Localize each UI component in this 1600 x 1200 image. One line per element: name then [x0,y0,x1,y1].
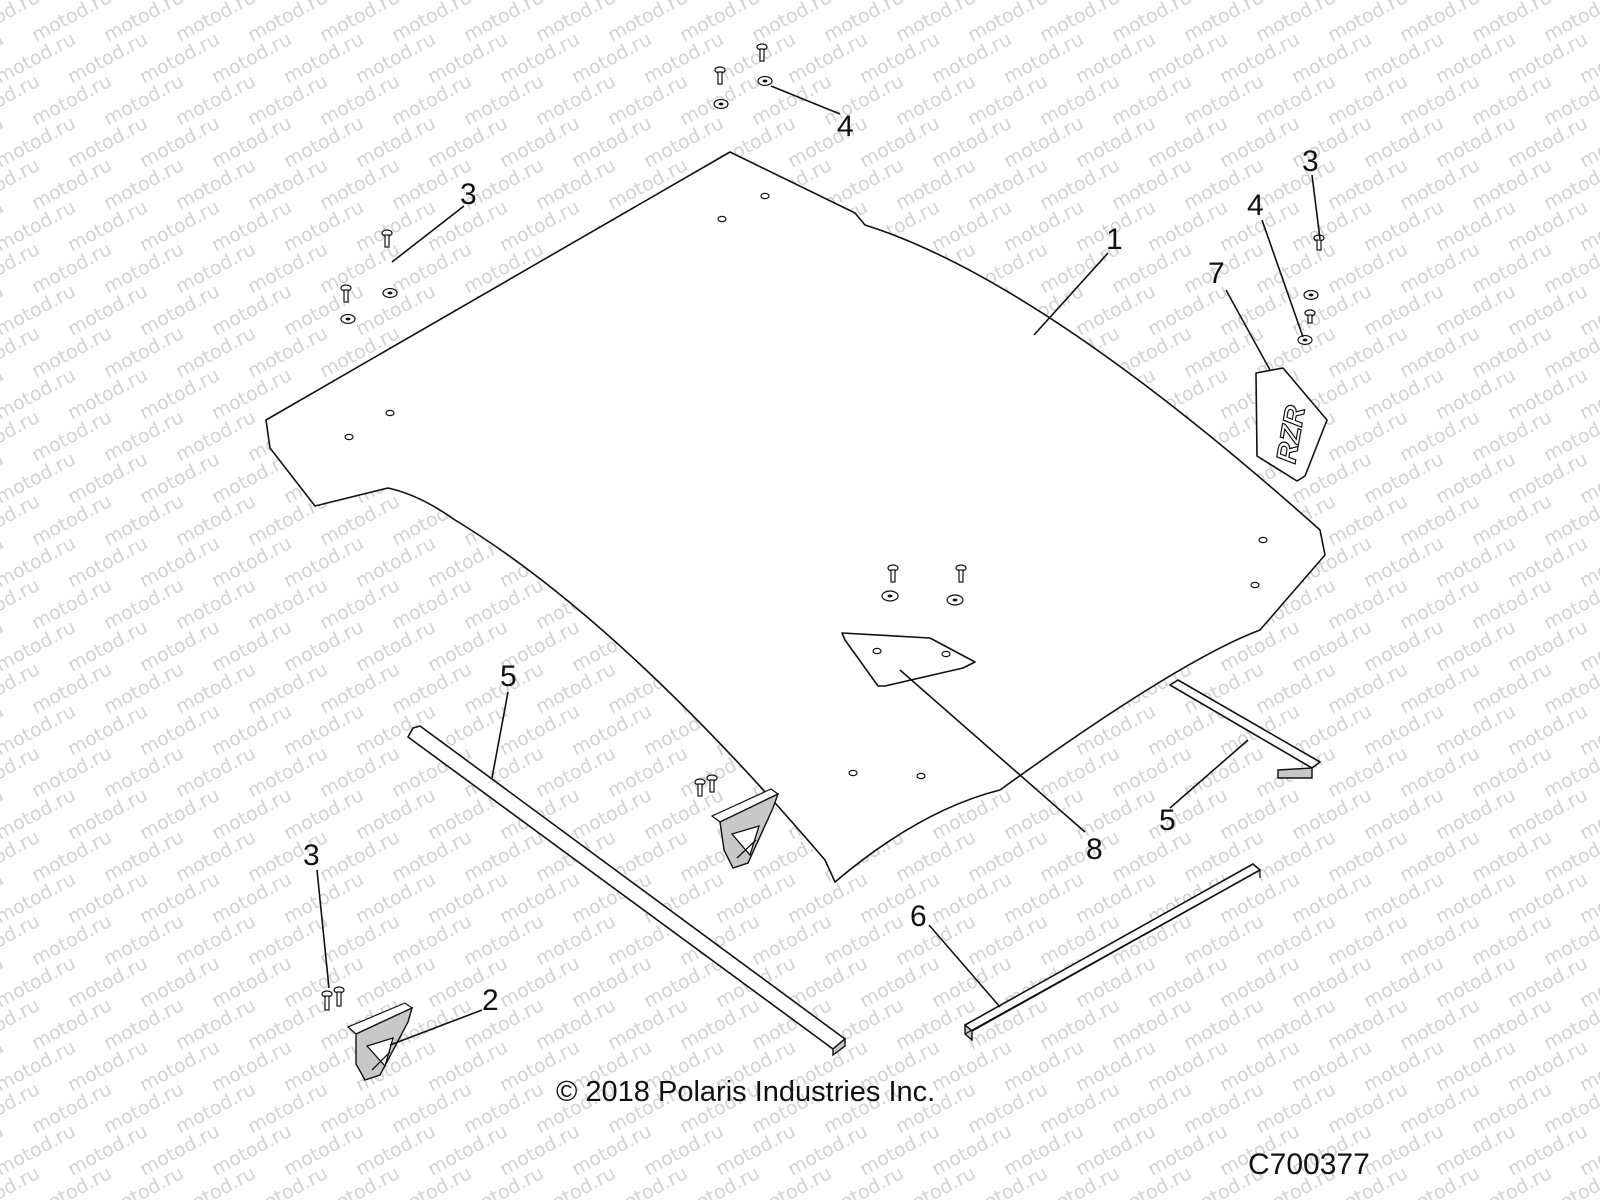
part-2-center-bracket [710,788,780,869]
push-rivets-left [321,986,345,1011]
callout-4-top: 4 [837,110,854,143]
callout-3-bottom: 3 [303,839,320,872]
callout-2: 2 [482,984,499,1017]
callout-7: 7 [1208,257,1225,290]
callout-3-right: 3 [1302,145,1319,178]
part-5-right-rail [1169,679,1321,779]
part-8-reinforcement-plate [841,632,976,687]
watermark-text: motod.ru [1576,0,1600,4]
screw-left-2 [340,284,356,325]
part-5-left-rail [407,725,846,1057]
callout-5-left: 5 [500,660,517,693]
screw-top-left [713,66,729,110]
screw-center-1 [881,564,899,602]
callout-8: 8 [1086,833,1103,866]
part-2-mount-bracket [346,1002,414,1081]
part-7-rzr-decal: RZR [1255,367,1328,482]
callout-6: 6 [910,900,927,933]
fasteners [321,43,1325,1011]
push-rivets-center [694,774,718,797]
diagram-code: C700377 [1248,1148,1370,1181]
part-6-bottom-rail [964,863,1261,1042]
screw-right-decal [1297,234,1325,346]
roof-mounting-holes [344,192,1268,780]
callout-4-right: 4 [1247,189,1264,222]
callout-5-right: 5 [1159,804,1176,837]
callout-numbers: 1 4 3 3 4 7 8 5 5 6 3 2 [303,110,1319,1017]
callout-1: 1 [1106,223,1123,256]
screw-center-2 [946,564,967,606]
screw-left-1 [381,229,398,299]
leader-lines [316,85,1321,1046]
copyright-notice: © 2018 Polaris Industries Inc. [556,1076,936,1108]
screw-top-right [756,43,773,87]
callout-3-left: 3 [460,178,477,211]
part-1-roof-panel [265,151,1326,883]
